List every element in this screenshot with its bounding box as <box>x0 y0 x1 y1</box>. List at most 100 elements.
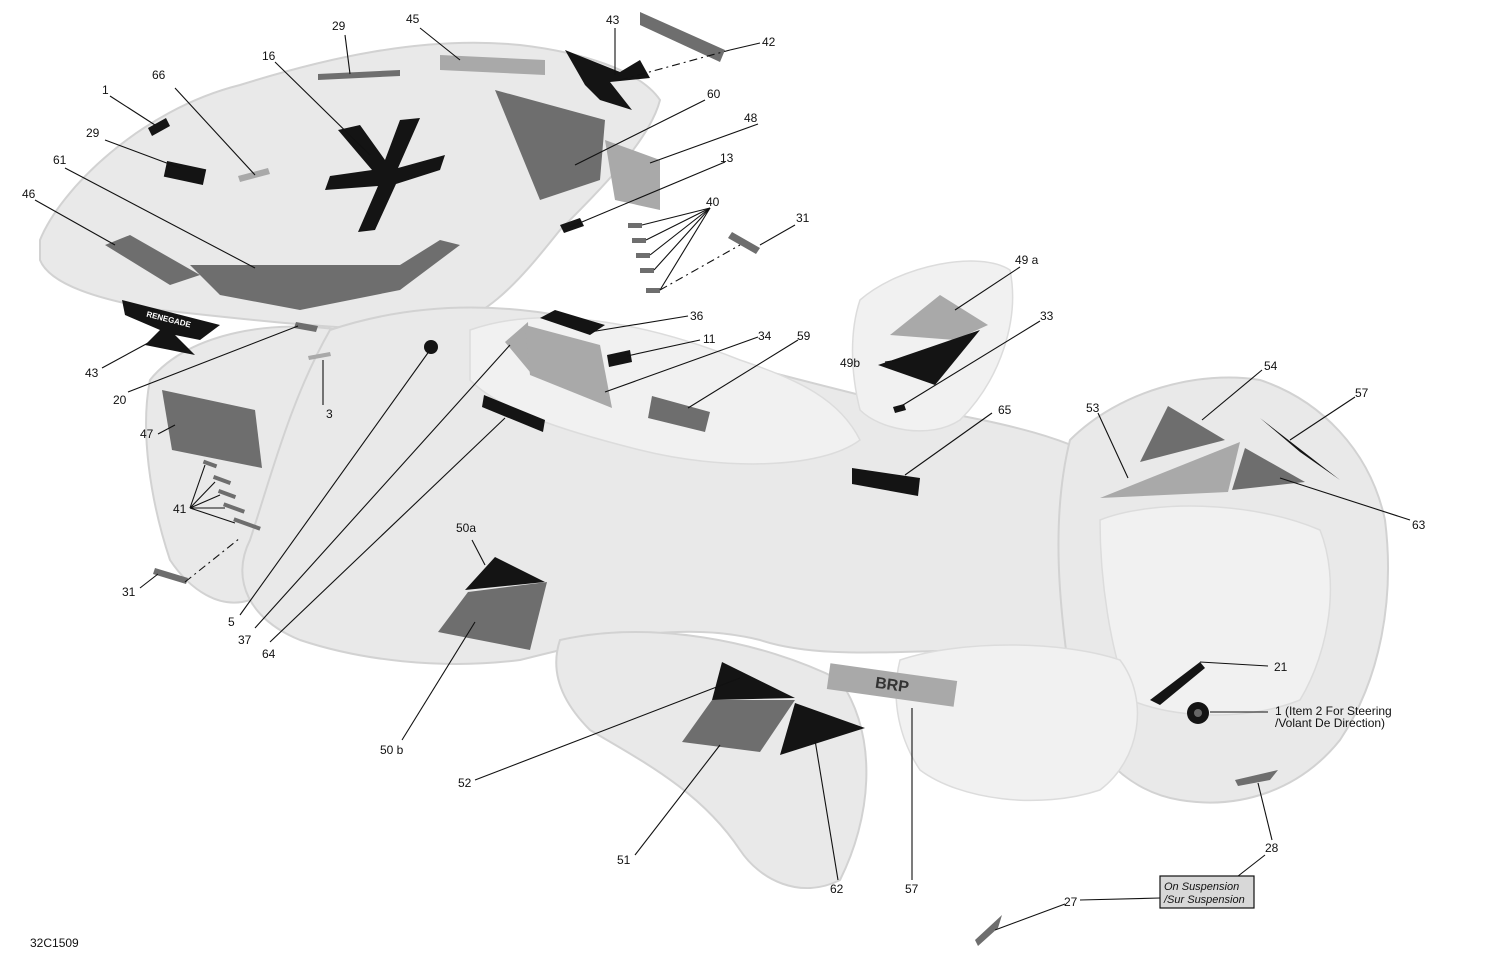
callout-36: 36 <box>690 309 704 323</box>
decal-5 <box>424 340 438 354</box>
callout-48: 48 <box>744 111 758 125</box>
callout-40: 40 <box>706 195 720 209</box>
decal-3 <box>308 352 331 360</box>
decal-36 <box>540 310 605 335</box>
callout-57-rear: 57 <box>1355 386 1369 400</box>
callout-41: 41 <box>173 502 187 516</box>
suspension-label-box: On Suspension /Sur Suspension <box>1159 875 1255 909</box>
callout-59: 59 <box>797 329 811 343</box>
right-footwell <box>895 644 1139 802</box>
drawing-code: 32C1509 <box>30 936 79 950</box>
decal-47 <box>162 390 262 468</box>
callout-31-left: 31 <box>122 585 136 599</box>
decal-64 <box>482 395 545 432</box>
callout-63: 63 <box>1412 518 1426 532</box>
decal-46 <box>105 235 200 285</box>
callout-52: 52 <box>458 776 472 790</box>
decal-28 <box>1235 770 1278 786</box>
decal-37 <box>505 322 530 372</box>
decal-63 <box>1232 448 1305 490</box>
decal-43-top <box>565 50 650 110</box>
decal-50b <box>438 582 547 650</box>
decal-1 <box>148 118 170 136</box>
decal-50a <box>465 557 545 590</box>
callout-1: 1 <box>102 83 109 97</box>
decal-51 <box>682 700 795 752</box>
callout-37: 37 <box>238 633 252 647</box>
callout-50a: 50a <box>456 521 476 535</box>
decal-45 <box>440 55 545 75</box>
decal-62 <box>780 703 865 755</box>
decal-66 <box>238 168 270 182</box>
callout-20: 20 <box>113 393 127 407</box>
leader-lines <box>34 27 1411 931</box>
callout-31-right: 31 <box>796 211 810 225</box>
callout-64: 64 <box>262 647 276 661</box>
callout-47: 47 <box>140 427 154 441</box>
decal-40-stack <box>628 223 660 293</box>
decal-16-x <box>325 118 445 232</box>
decal-57-rear <box>1260 418 1340 480</box>
decal-52 <box>712 662 795 700</box>
decal-21 <box>1150 662 1205 705</box>
decal-11 <box>607 350 632 367</box>
callout-43-top: 43 <box>606 13 620 27</box>
callout-29-top: 29 <box>332 19 346 33</box>
rear-rack <box>1099 505 1332 716</box>
decal-59 <box>648 396 710 432</box>
decal-31-right <box>728 232 760 254</box>
callout-51: 51 <box>617 853 631 867</box>
decal-27 <box>975 915 1002 946</box>
callout-49a: 49 a <box>1015 253 1039 267</box>
decal-65 <box>852 468 920 496</box>
callout-27: 27 <box>1064 895 1078 909</box>
callout-49b: 49b <box>840 356 860 370</box>
callout-60: 60 <box>707 87 721 101</box>
decal-33 <box>893 404 906 413</box>
callout-65: 65 <box>998 403 1012 417</box>
decal-49a <box>890 295 988 340</box>
decal-53 <box>1100 442 1240 498</box>
decal-61 <box>190 240 460 310</box>
callout-46: 46 <box>22 187 36 201</box>
callout-57-front: 57 <box>905 882 919 896</box>
callout-45: 45 <box>406 12 420 26</box>
callout-61: 61 <box>53 153 67 167</box>
callout-50b: 50 b <box>380 743 404 757</box>
decal-41-stack <box>202 459 261 531</box>
decal-57-brand-plate: BRP <box>826 663 958 707</box>
console-tower <box>851 260 1014 432</box>
decal-20 <box>294 322 318 332</box>
callout-21: 21 <box>1274 660 1288 674</box>
decal-31-left <box>153 568 188 584</box>
decal-54 <box>1140 406 1225 462</box>
callout-13: 13 <box>720 151 734 165</box>
decal-60 <box>495 90 605 200</box>
callout-labels: 1 66 29 16 29 45 43 42 60 48 13 40 31 61… <box>22 12 1426 909</box>
decals: BRP <box>105 12 1340 946</box>
callout-62: 62 <box>830 882 844 896</box>
callout-28: 28 <box>1265 841 1279 855</box>
callout-3: 3 <box>326 407 333 421</box>
callout-1-steering-line2: /Volant De Direction) <box>1275 716 1385 730</box>
decal-13 <box>560 218 584 233</box>
callout-11: 11 <box>703 332 716 346</box>
callout-66: 66 <box>152 68 166 82</box>
decal-29-strip <box>318 70 400 80</box>
suspension-label-line1: On Suspension <box>1164 881 1239 893</box>
suspension-label-line2: /Sur Suspension <box>1163 894 1245 906</box>
callout-16: 16 <box>262 49 276 63</box>
callout-34: 34 <box>758 329 772 343</box>
callout-5: 5 <box>228 615 235 629</box>
callout-53: 53 <box>1086 401 1100 415</box>
callout-1-steering-line1: 1 (Item 2 For Steering <box>1275 704 1392 718</box>
decal-48 <box>605 140 660 210</box>
brand-plate-text: BRP <box>874 675 910 697</box>
decal-43-left <box>122 300 220 355</box>
decal-1-disc-center <box>1194 709 1202 717</box>
callout-54: 54 <box>1264 359 1278 373</box>
decal-49b <box>878 330 980 385</box>
callout-43-left: 43 <box>85 366 99 380</box>
callout-33: 33 <box>1040 309 1054 323</box>
